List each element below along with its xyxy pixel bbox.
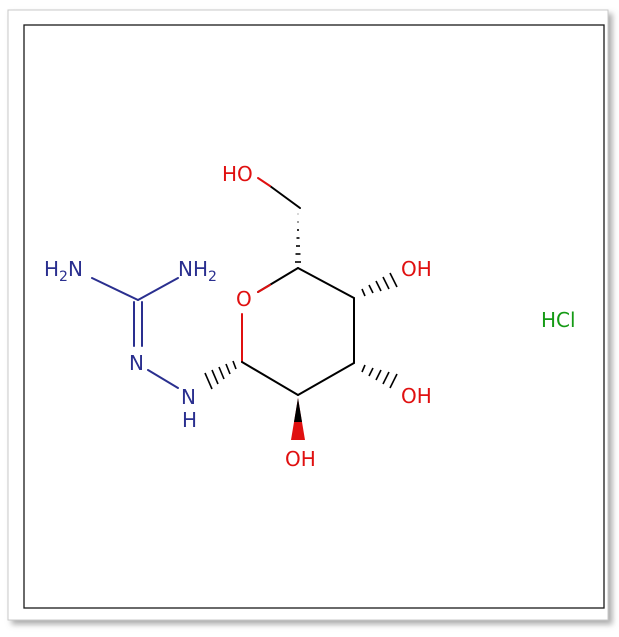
label-ho-top: HO (222, 162, 253, 186)
label-oh-right-upper: OH (401, 257, 432, 281)
bond-ch2-oh-red (257, 177, 271, 187)
bond-c5-c4 (297, 267, 355, 299)
bond-c-nh2 (137, 277, 179, 301)
panel-background (7, 9, 609, 621)
hashed-bonds (204, 213, 398, 390)
label-oh-bottom: OH (285, 447, 316, 471)
wedge-bond-c2-oh-dark (294, 398, 302, 422)
bond-o-c5-red (257, 284, 271, 293)
label-amine-n: N (181, 385, 196, 409)
bond-n-n (147, 369, 179, 389)
label-imine-n: N (129, 351, 144, 375)
label-amine-h: H (182, 408, 197, 432)
label-hcl-salt: HCl (541, 308, 576, 332)
structure-frame (23, 24, 605, 609)
label-h2n-left: H2N (44, 257, 83, 285)
label-ring-oxygen: O (236, 287, 252, 311)
bond-c2-c1 (241, 361, 299, 396)
bond-h2n-c (91, 277, 139, 301)
bond-c3-c2 (297, 362, 355, 396)
bond-ch2-oh (269, 185, 301, 209)
bonds (91, 177, 355, 396)
label-oh-right-lower: OH (401, 384, 432, 408)
atom-labels: HO OH OH OH O H2N NH2 N N H HCl (44, 162, 576, 471)
label-nh2-right: NH2 (178, 257, 217, 285)
